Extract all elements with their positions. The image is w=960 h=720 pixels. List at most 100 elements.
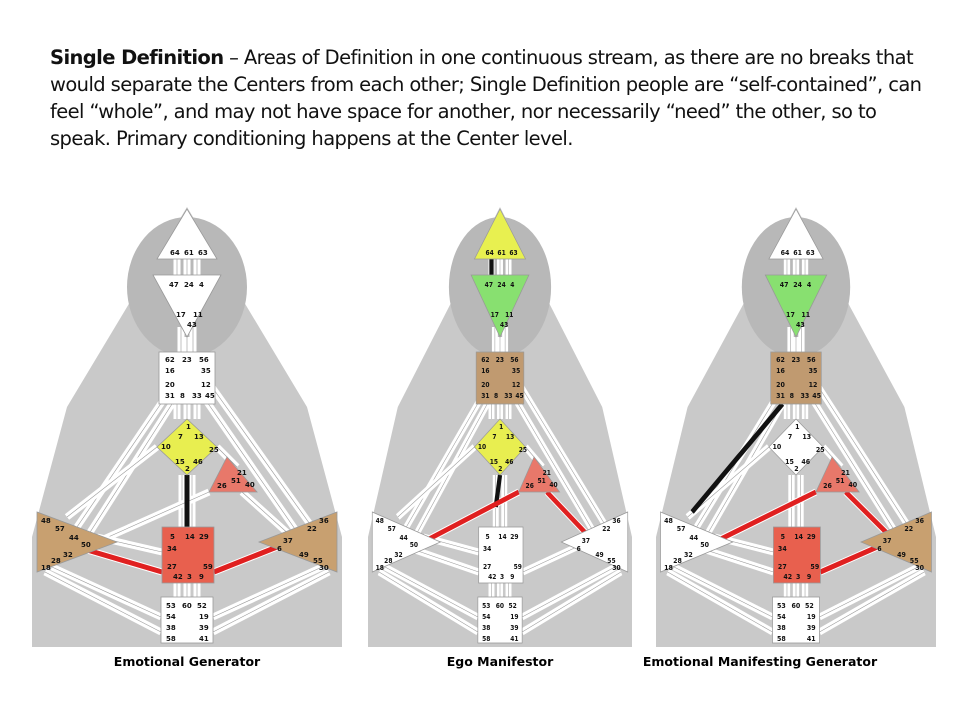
gate-35: 35 xyxy=(809,367,818,375)
channel-outline xyxy=(522,566,616,618)
gate-54: 54 xyxy=(777,613,786,621)
spleen-center xyxy=(660,511,734,573)
gate-30: 30 xyxy=(612,564,621,573)
channel-outline xyxy=(673,566,773,618)
gate-44: 44 xyxy=(689,534,698,542)
gate-9: 9 xyxy=(510,573,515,582)
gate-38: 38 xyxy=(166,624,176,632)
throat-center xyxy=(475,351,525,405)
defined-channel xyxy=(819,544,879,575)
gate-55: 55 xyxy=(910,557,919,565)
gate-18: 18 xyxy=(41,564,51,572)
gate-60: 60 xyxy=(496,602,505,611)
gate-9: 9 xyxy=(807,573,812,581)
gate-52: 52 xyxy=(509,602,517,611)
gate-22: 22 xyxy=(307,525,317,533)
defined-channel xyxy=(545,490,591,539)
gate-51: 51 xyxy=(537,477,546,486)
gate-8: 8 xyxy=(180,392,185,400)
solar-center xyxy=(560,511,629,573)
gate-42: 42 xyxy=(173,573,183,581)
throat-center xyxy=(770,351,822,405)
gate-34: 34 xyxy=(167,545,177,553)
channel-outline xyxy=(687,446,770,518)
gate-61: 61 xyxy=(184,249,194,257)
gate-14: 14 xyxy=(498,533,507,542)
gate-28: 28 xyxy=(384,557,393,566)
head-center xyxy=(768,208,824,260)
defined-channel xyxy=(713,489,817,545)
channel-outline xyxy=(696,401,774,528)
gate-37: 37 xyxy=(582,537,590,546)
gate-58: 58 xyxy=(482,635,491,644)
gate-2: 2 xyxy=(794,465,799,473)
caption-ego-manifestor: Ego Manifestor xyxy=(368,654,632,669)
gate-61: 61 xyxy=(497,249,506,258)
gate-6: 6 xyxy=(277,545,282,553)
gate-37: 37 xyxy=(283,537,293,545)
gate-5: 5 xyxy=(170,533,175,541)
gate-36: 36 xyxy=(319,517,329,525)
gate-21: 21 xyxy=(841,469,850,477)
gate-52: 52 xyxy=(805,602,814,610)
gate-14: 14 xyxy=(794,533,803,541)
channel-outline xyxy=(406,401,479,528)
gate-62: 62 xyxy=(165,356,175,364)
gate-43: 43 xyxy=(796,321,805,329)
gate-36: 36 xyxy=(915,517,924,525)
gate-33: 33 xyxy=(801,392,810,400)
gate-23: 23 xyxy=(182,356,192,364)
gate-7: 7 xyxy=(492,433,496,442)
g-center xyxy=(156,418,218,476)
gate-4: 4 xyxy=(510,281,515,290)
head-center xyxy=(156,208,218,260)
gate-3: 3 xyxy=(500,573,504,582)
gate-50: 50 xyxy=(700,541,709,549)
head-center xyxy=(473,208,527,260)
channel-outline xyxy=(96,491,210,543)
gate-51: 51 xyxy=(231,477,241,485)
channel-outline xyxy=(212,571,330,633)
gate-28: 28 xyxy=(673,557,682,565)
channel-outline xyxy=(516,401,594,533)
gate-6: 6 xyxy=(577,545,582,554)
caption-emotional-generator: Emotional Generator xyxy=(32,654,342,669)
channel-outline xyxy=(206,401,298,533)
gate-25: 25 xyxy=(209,446,219,454)
gate-58: 58 xyxy=(166,635,176,643)
gate-32: 32 xyxy=(394,551,402,560)
gate-31: 31 xyxy=(481,392,490,401)
gate-19: 19 xyxy=(510,613,519,622)
gate-14: 14 xyxy=(185,533,195,541)
gate-43: 43 xyxy=(187,321,197,329)
caption-emotional-manifesting-generator: Emotional Manifesting Generator xyxy=(640,654,880,669)
gate-31: 31 xyxy=(165,392,175,400)
gate-59: 59 xyxy=(203,563,213,571)
channel-outline xyxy=(819,566,919,618)
solar-center xyxy=(860,511,932,573)
gate-53: 53 xyxy=(166,602,176,610)
gate-33: 33 xyxy=(504,392,512,401)
gate-42: 42 xyxy=(783,573,792,581)
gate-13: 13 xyxy=(194,433,204,441)
gate-22: 22 xyxy=(904,525,913,533)
gate-23: 23 xyxy=(791,356,800,364)
gate-1: 1 xyxy=(499,423,504,432)
gate-59: 59 xyxy=(810,563,819,571)
gate-5: 5 xyxy=(781,533,786,541)
sacral-center xyxy=(478,526,524,584)
gate-49: 49 xyxy=(897,551,906,559)
defined-channel xyxy=(422,489,520,545)
gate-1: 1 xyxy=(186,423,191,431)
gate-31: 31 xyxy=(776,392,785,400)
gate-8: 8 xyxy=(494,392,499,401)
gate-53: 53 xyxy=(777,602,786,610)
gate-16: 16 xyxy=(165,367,175,375)
gate-29: 29 xyxy=(199,533,209,541)
gate-43: 43 xyxy=(500,321,508,330)
gate-20: 20 xyxy=(776,381,785,389)
gate-55: 55 xyxy=(607,557,616,566)
root-center xyxy=(477,596,523,644)
